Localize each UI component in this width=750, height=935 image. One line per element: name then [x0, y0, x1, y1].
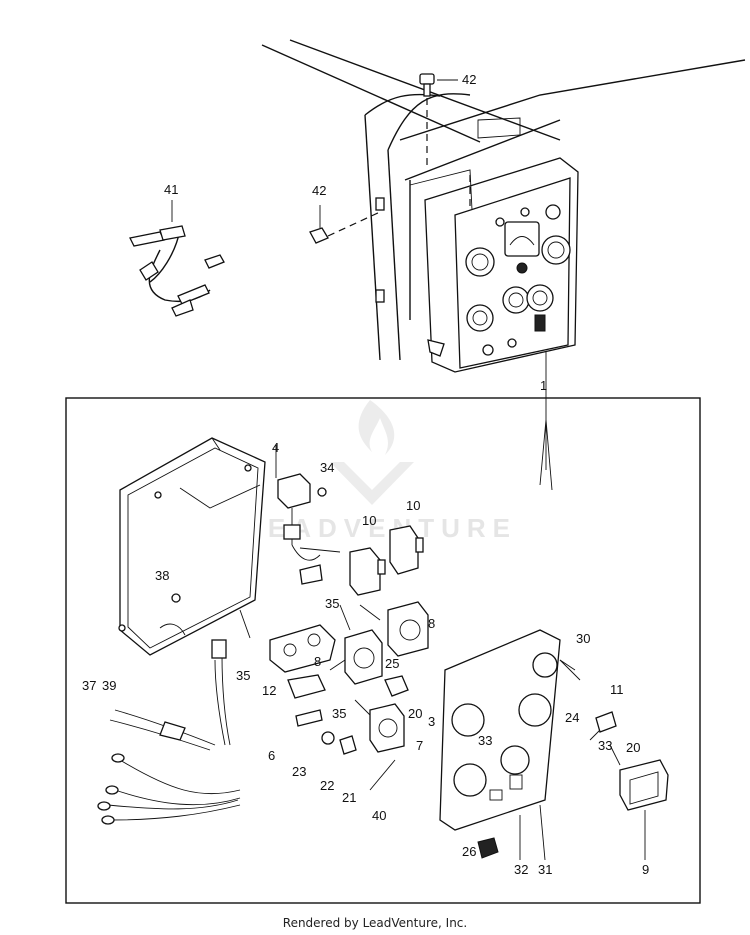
- outlet-12: [269, 624, 336, 673]
- callout-25: 25: [385, 656, 399, 671]
- part-11: [595, 711, 617, 733]
- receptacle-8-left: [344, 629, 383, 685]
- callout-1: 1: [540, 378, 547, 393]
- switch-7: [369, 703, 405, 753]
- callout-35-low: 35: [332, 706, 346, 721]
- part-6: [287, 674, 326, 699]
- callout-20-right: 20: [626, 740, 640, 755]
- bolt-42-left: [309, 205, 381, 244]
- callout-34: 34: [320, 460, 334, 475]
- callout-24: 24: [565, 710, 579, 725]
- callout-42-top: 42: [462, 72, 476, 87]
- enclosure-box: [118, 437, 266, 656]
- callout-20-mid: 20: [408, 706, 422, 721]
- callout-39: 39: [102, 678, 116, 693]
- callout-3: 3: [428, 714, 435, 729]
- callout-38: 38: [155, 568, 169, 583]
- leader-lines: [239, 392, 621, 861]
- part-3: [384, 675, 409, 697]
- callout-7: 7: [416, 738, 423, 753]
- callout-30: 30: [576, 631, 590, 646]
- part-26: [477, 837, 499, 859]
- callout-33-left: 33: [478, 733, 492, 748]
- callout-22: 22: [320, 778, 334, 793]
- callout-6: 6: [268, 748, 275, 763]
- wire-harness: [97, 639, 241, 825]
- callout-41: 41: [164, 182, 178, 197]
- callout-10-right: 10: [406, 498, 420, 513]
- callout-35-mid: 35: [236, 668, 250, 683]
- callout-26: 26: [462, 844, 476, 859]
- breaker-10-right: [389, 525, 424, 575]
- callout-31: 31: [538, 862, 552, 877]
- bolt-42-top: [419, 73, 458, 170]
- callout-42-left: 42: [312, 183, 326, 198]
- callout-12: 12: [262, 683, 276, 698]
- callout-40: 40: [372, 808, 386, 823]
- callout-37: 37: [82, 678, 96, 693]
- panel-plate-exploded: [439, 629, 561, 831]
- control-panel-assembled: [409, 157, 579, 373]
- callout-8-left: 8: [314, 654, 321, 669]
- battery-cable-41: [129, 200, 225, 317]
- meter-9: [619, 759, 669, 860]
- footer-credit: Rendered by LeadVenture, Inc.: [282, 916, 468, 930]
- callout-32: 32: [514, 862, 528, 877]
- part-22-21: [321, 731, 357, 755]
- callout-11: 11: [610, 682, 624, 697]
- part-23: [295, 709, 323, 727]
- callout-4: 4: [272, 440, 279, 455]
- callout-23: 23: [292, 764, 306, 779]
- watermark-logo-icon: [330, 400, 414, 505]
- callout-8-right: 8: [428, 616, 435, 631]
- callout-10-left: 10: [362, 513, 376, 528]
- callout-21: 21: [342, 790, 356, 805]
- callout-33-right: 33: [598, 738, 612, 753]
- breaker-10-left: [349, 547, 386, 596]
- callouts: 42 42 41 1 4 34 10 10 38 35 8 8 25 37 39…: [82, 72, 649, 877]
- exploded-view-frame: [65, 397, 701, 904]
- callout-35-top: 35: [325, 596, 339, 611]
- callout-9: 9: [642, 862, 649, 877]
- receptacle-8-right: [387, 601, 429, 657]
- relay-4: [275, 445, 341, 585]
